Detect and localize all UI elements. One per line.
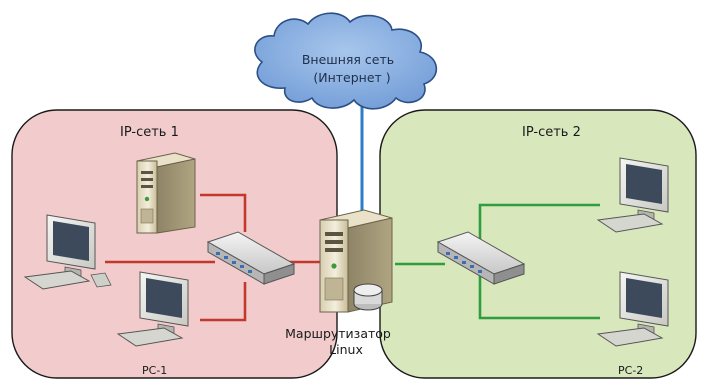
switch-icon [436,231,526,285]
ip-network-2-label: IP-сеть 2 [522,125,581,140]
computer-icon [23,214,112,290]
net2-links [395,203,600,320]
computer-icon [596,157,669,233]
pc1-computer-icon [116,271,189,347]
server-icon [136,152,196,234]
pc1-label: PC-1 [142,364,167,377]
pc2-computer-icon [596,271,669,347]
cloud-label-line1: Внешняя сеть [302,52,394,67]
pc2-label: PC-2 [618,364,643,377]
disk-icon [353,283,383,311]
router-label-line2: Linux [329,342,363,357]
router-label-line1: Маршрутизатор [285,326,391,341]
cloud-label-line2: (Интернет ) [313,70,390,85]
ip-network-1-label: IP-сеть 1 [120,125,179,140]
internet-cloud-icon [254,12,438,110]
switch-icon [206,231,296,285]
